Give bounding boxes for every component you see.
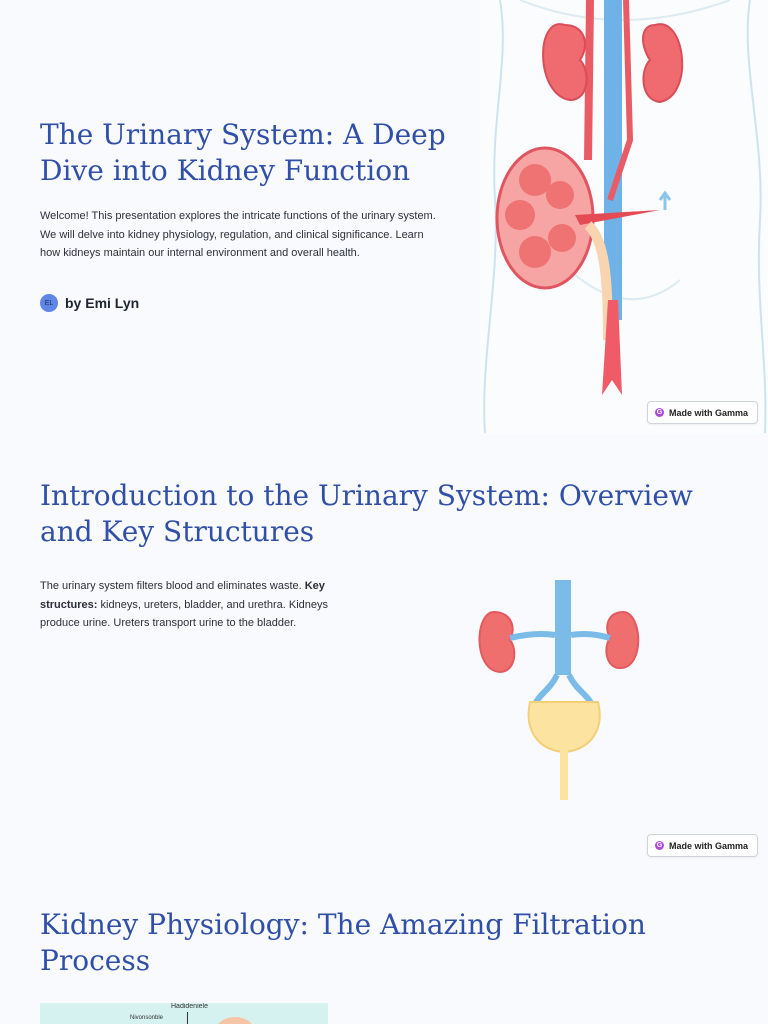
made-with-gamma-badge[interactable]: G Made with Gamma	[646, 401, 758, 424]
gamma-logo-icon: G	[654, 841, 664, 850]
author-byline: EL by Emi Lyn	[40, 294, 139, 312]
diagram-label: Hadideniele	[171, 1003, 208, 1010]
badge-label: Made with Gamma	[668, 407, 748, 418]
diagram-pointer-line	[187, 1012, 188, 1024]
body-text-2: kidneys, ureters, bladder, and urethra. …	[40, 598, 328, 630]
diagram-sublabel: Nivonsonble	[130, 1015, 164, 1021]
slide-title: The Urinary System: A Deep Dive into Kid…	[0, 0, 768, 433]
urinary-anatomy-illustration	[480, 0, 768, 433]
body-text-1: The urinary system filters blood and eli…	[40, 580, 305, 592]
slide-1-body: Welcome! This presentation explores the …	[40, 210, 436, 259]
slide-2-body: The urinary system filters blood and eli…	[40, 577, 350, 633]
slide-1-title: The Urinary System: A Deep Dive into Kid…	[40, 118, 446, 187]
gamma-logo-icon: G	[654, 408, 664, 417]
avatar: EL	[40, 294, 58, 312]
glomerulus-shape	[215, 1017, 255, 1024]
kidney-bladder-diagram	[400, 580, 730, 805]
slide-introduction: Introduction to the Urinary System: Over…	[0, 433, 768, 873]
body-text-bold: Key structures:	[40, 580, 325, 611]
nephron-diagram: Hadideniele Nivonsonble	[40, 1003, 328, 1024]
slide-3-title: Kidney Physiology: The Amazing Filtratio…	[40, 908, 646, 977]
slide-2-title: Introduction to the Urinary System: Over…	[40, 479, 693, 548]
author-name: by Emi Lyn	[65, 295, 140, 311]
badge-label: Made with Gamma	[668, 840, 748, 851]
made-with-gamma-badge-2[interactable]: G Made with Gamma	[646, 834, 758, 857]
slide-kidney-physiology: Kidney Physiology: The Amazing Filtratio…	[0, 873, 768, 1024]
